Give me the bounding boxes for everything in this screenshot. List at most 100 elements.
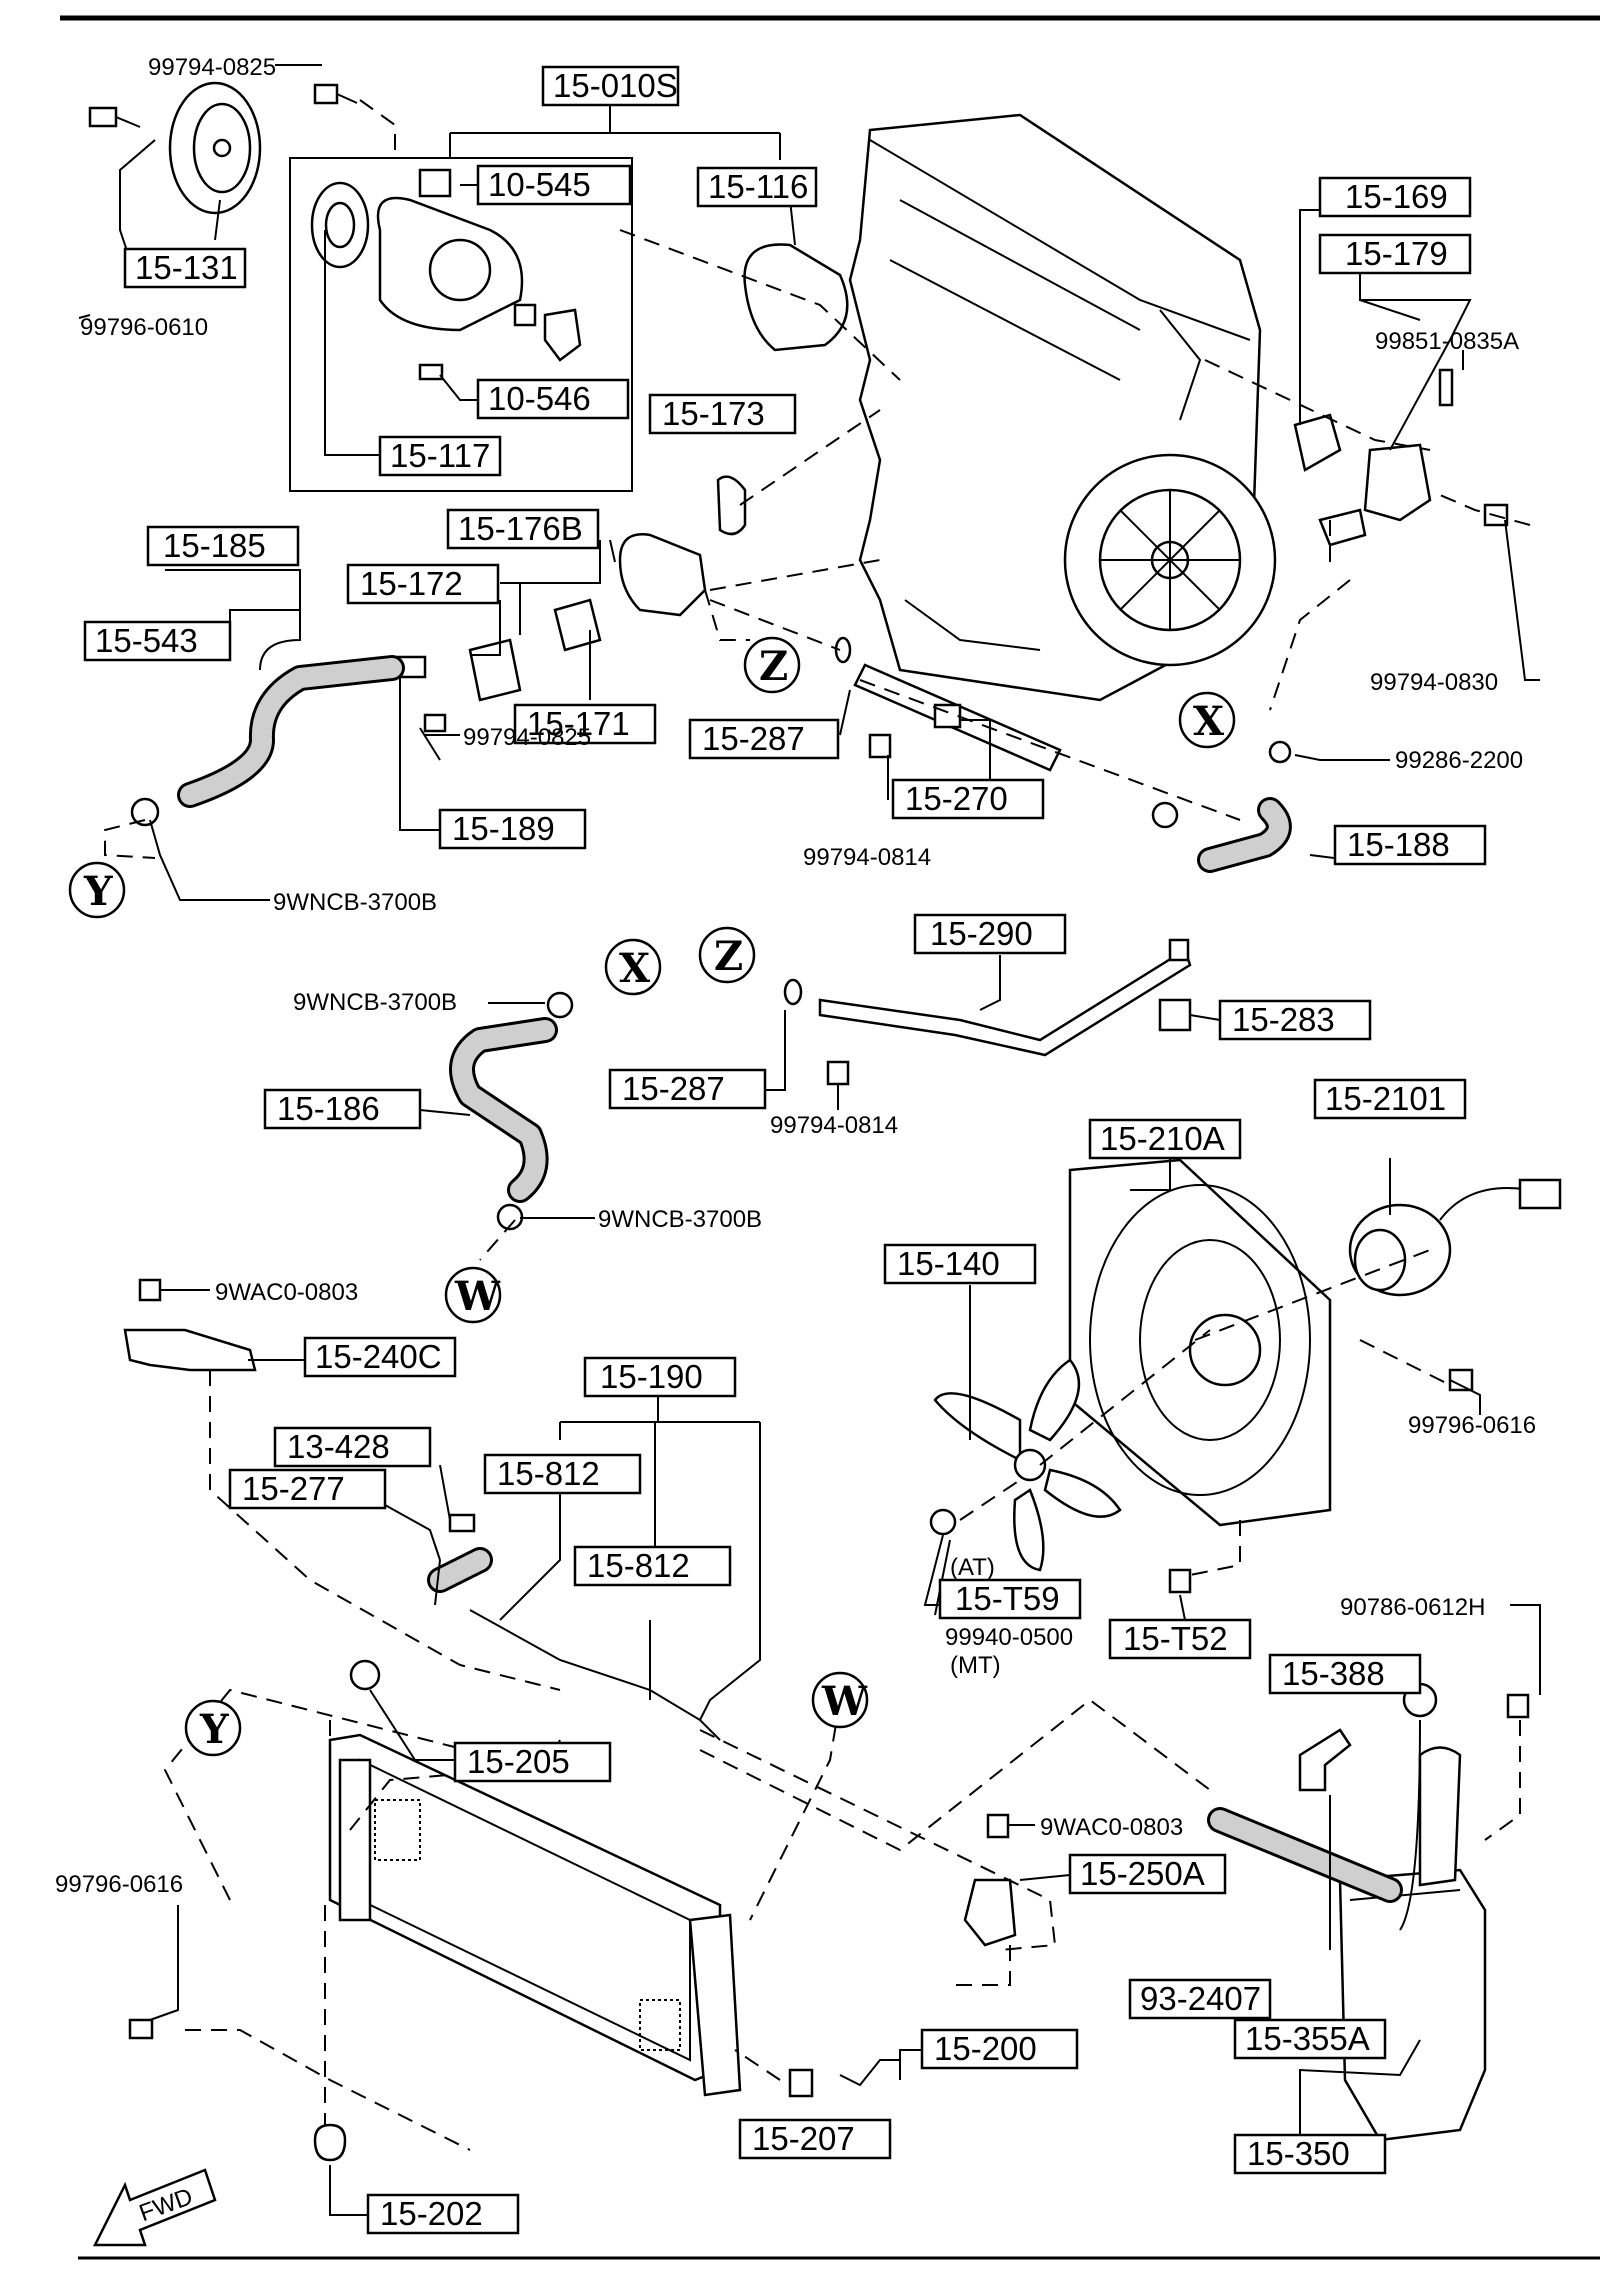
label-90786-0612H: 90786-0612H [1340,1594,1485,1621]
bushing-15-202 [313,2123,347,2162]
svg-text:15-010S: 15-010S [553,67,678,104]
engine-block-illustration [848,113,1277,702]
leader-lines [78,64,1541,2216]
water-outlet-15-179 [1363,443,1432,522]
svg-text:93-2407: 93-2407 [1140,1980,1261,2017]
pipe-15-270 [853,663,1062,772]
fan-shroud-15-210A [1068,1158,1332,1527]
svg-text:W: W [821,1678,868,1725]
label-at: (AT) [950,1554,995,1581]
svg-text:13-428: 13-428 [287,1428,390,1465]
svg-text:15-287: 15-287 [622,1070,725,1107]
label-15-200: 15-200 [920,2028,1079,2070]
clamp-13-428 [448,1513,476,1533]
stud-99851-0835A [1438,368,1454,407]
bracket-15-240C [123,1328,257,1372]
svg-text:15-171: 15-171 [527,705,630,742]
svg-text:Z: Z [759,643,788,690]
svg-text:15-185: 15-185 [163,527,266,564]
svg-text:15-250A: 15-250A [1080,1855,1205,1892]
bolt-99794-0814-b [826,1060,850,1086]
bolt-90786-0612H [1506,1693,1530,1719]
bracket-15-388 [1298,1728,1352,1792]
label-15-2101: 15-2101 [1313,1078,1467,1120]
clamp-99286-2200-a [1151,801,1179,829]
label-15-T52: 15-T52 [1108,1618,1252,1660]
pulley-15-131 [168,81,262,215]
svg-text:15-287: 15-287 [702,720,805,757]
svg-text:15-179: 15-179 [1345,235,1448,272]
marker-x-1: X [1178,691,1236,749]
bolt-15-T52 [1168,1568,1192,1594]
label-15-205: 15-205 [453,1741,612,1783]
o-ring-15-287-a [834,636,852,664]
gasket-15-173 [716,475,747,536]
label-15-543: 15-543 [83,620,232,662]
label-15-270: 15-270 [891,778,1045,820]
bolt-99796-0616-a [1448,1368,1474,1392]
label-9WAC0-0803-b: 9WAC0-0803 [1040,1814,1183,1841]
svg-text:15-173: 15-173 [662,395,765,432]
hose-15-186 [449,1017,558,1203]
bolt-99796-0610 [88,106,141,128]
svg-text:15-277: 15-277 [242,1470,345,1507]
svg-text:Y: Y [83,868,113,915]
label-15-176B: 15-176B [446,508,600,550]
label-9WAC0-0803-a: 9WAC0-0803 [215,1279,358,1306]
label-15-210A: 15-210A [1088,1118,1242,1160]
bolt-9WAC0-0803-a [138,1278,162,1302]
label-99794-0825-mid: 99794-0825 [463,724,591,751]
svg-text:15-140: 15-140 [897,1245,1000,1282]
thermostat-cover-15-172 [468,638,522,702]
label-9WNCB-3700B-a: 9WNCB-3700B [273,889,437,916]
marker-z-1: Z [743,636,801,694]
label-15-388: 15-388 [1268,1653,1422,1695]
marker-w-1: W [444,1266,502,1324]
svg-text:15-176B: 15-176B [458,510,583,547]
label-99796-0610: 99796-0610 [80,314,208,341]
bolt-99794-0814-a [868,733,892,759]
fan-motor-15-2101 [1348,1178,1562,1297]
label-15-185: 15-185 [146,525,300,567]
label-15-287-b: 15-287 [608,1068,767,1110]
svg-text:X: X [619,945,650,992]
label-15-171: 15-171 [513,703,657,745]
fastener-labels: 99794-0825 99796-0610 99851-0835A 99794-… [55,54,1536,1898]
svg-text:15-186: 15-186 [277,1090,380,1127]
label-15-117: 15-117 [378,435,502,477]
svg-text:Y: Y [199,1706,229,1753]
connector-markers: Z X Y X Z W Y W [68,636,1236,1757]
label-15-186: 15-186 [263,1088,422,1130]
svg-text:15-283: 15-283 [1232,1001,1335,1038]
bracket-15-250A [963,1878,1017,1947]
gasket-15-169 [1293,413,1342,472]
svg-text:15-202: 15-202 [380,2195,483,2232]
svg-text:15-169: 15-169 [1345,178,1448,215]
label-99796-0616-b: 99796-0616 [55,1871,183,1898]
hose-15-812 [469,1609,721,1741]
label-99794-0825-top: 99794-0825 [148,54,276,81]
label-15-207: 15-207 [738,2118,892,2160]
label-9WNCB-3700B-c: 9WNCB-3700B [598,1206,762,1233]
outlet-nipple [1318,508,1367,547]
thermostat-housing-15-176B [618,533,707,617]
part-number-labels: 15-010S 10-545 15-116 15-131 10-546 15-1… [83,65,1487,2235]
marker-x-2: X [604,938,662,996]
svg-text:15-189: 15-189 [452,810,555,847]
svg-text:15-388: 15-388 [1282,1655,1385,1692]
label-15-812-a: 15-812 [483,1453,642,1495]
svg-text:15-240C: 15-240C [315,1338,442,1375]
svg-text:15-T52: 15-T52 [1123,1620,1228,1657]
label-15-188: 15-188 [1333,824,1487,866]
label-15-140: 15-140 [883,1243,1037,1285]
svg-text:Z: Z [714,933,743,980]
svg-text:15-188: 15-188 [1347,826,1450,863]
label-15-287-a: 15-287 [688,718,840,760]
svg-text:15-543: 15-543 [95,622,198,659]
svg-text:15-270: 15-270 [905,780,1008,817]
label-15-290: 15-290 [913,913,1067,955]
o-ring-15-287-b [783,978,803,1006]
svg-text:15-2101: 15-2101 [1325,1080,1446,1117]
label-99794-0830: 99794-0830 [1370,669,1498,696]
